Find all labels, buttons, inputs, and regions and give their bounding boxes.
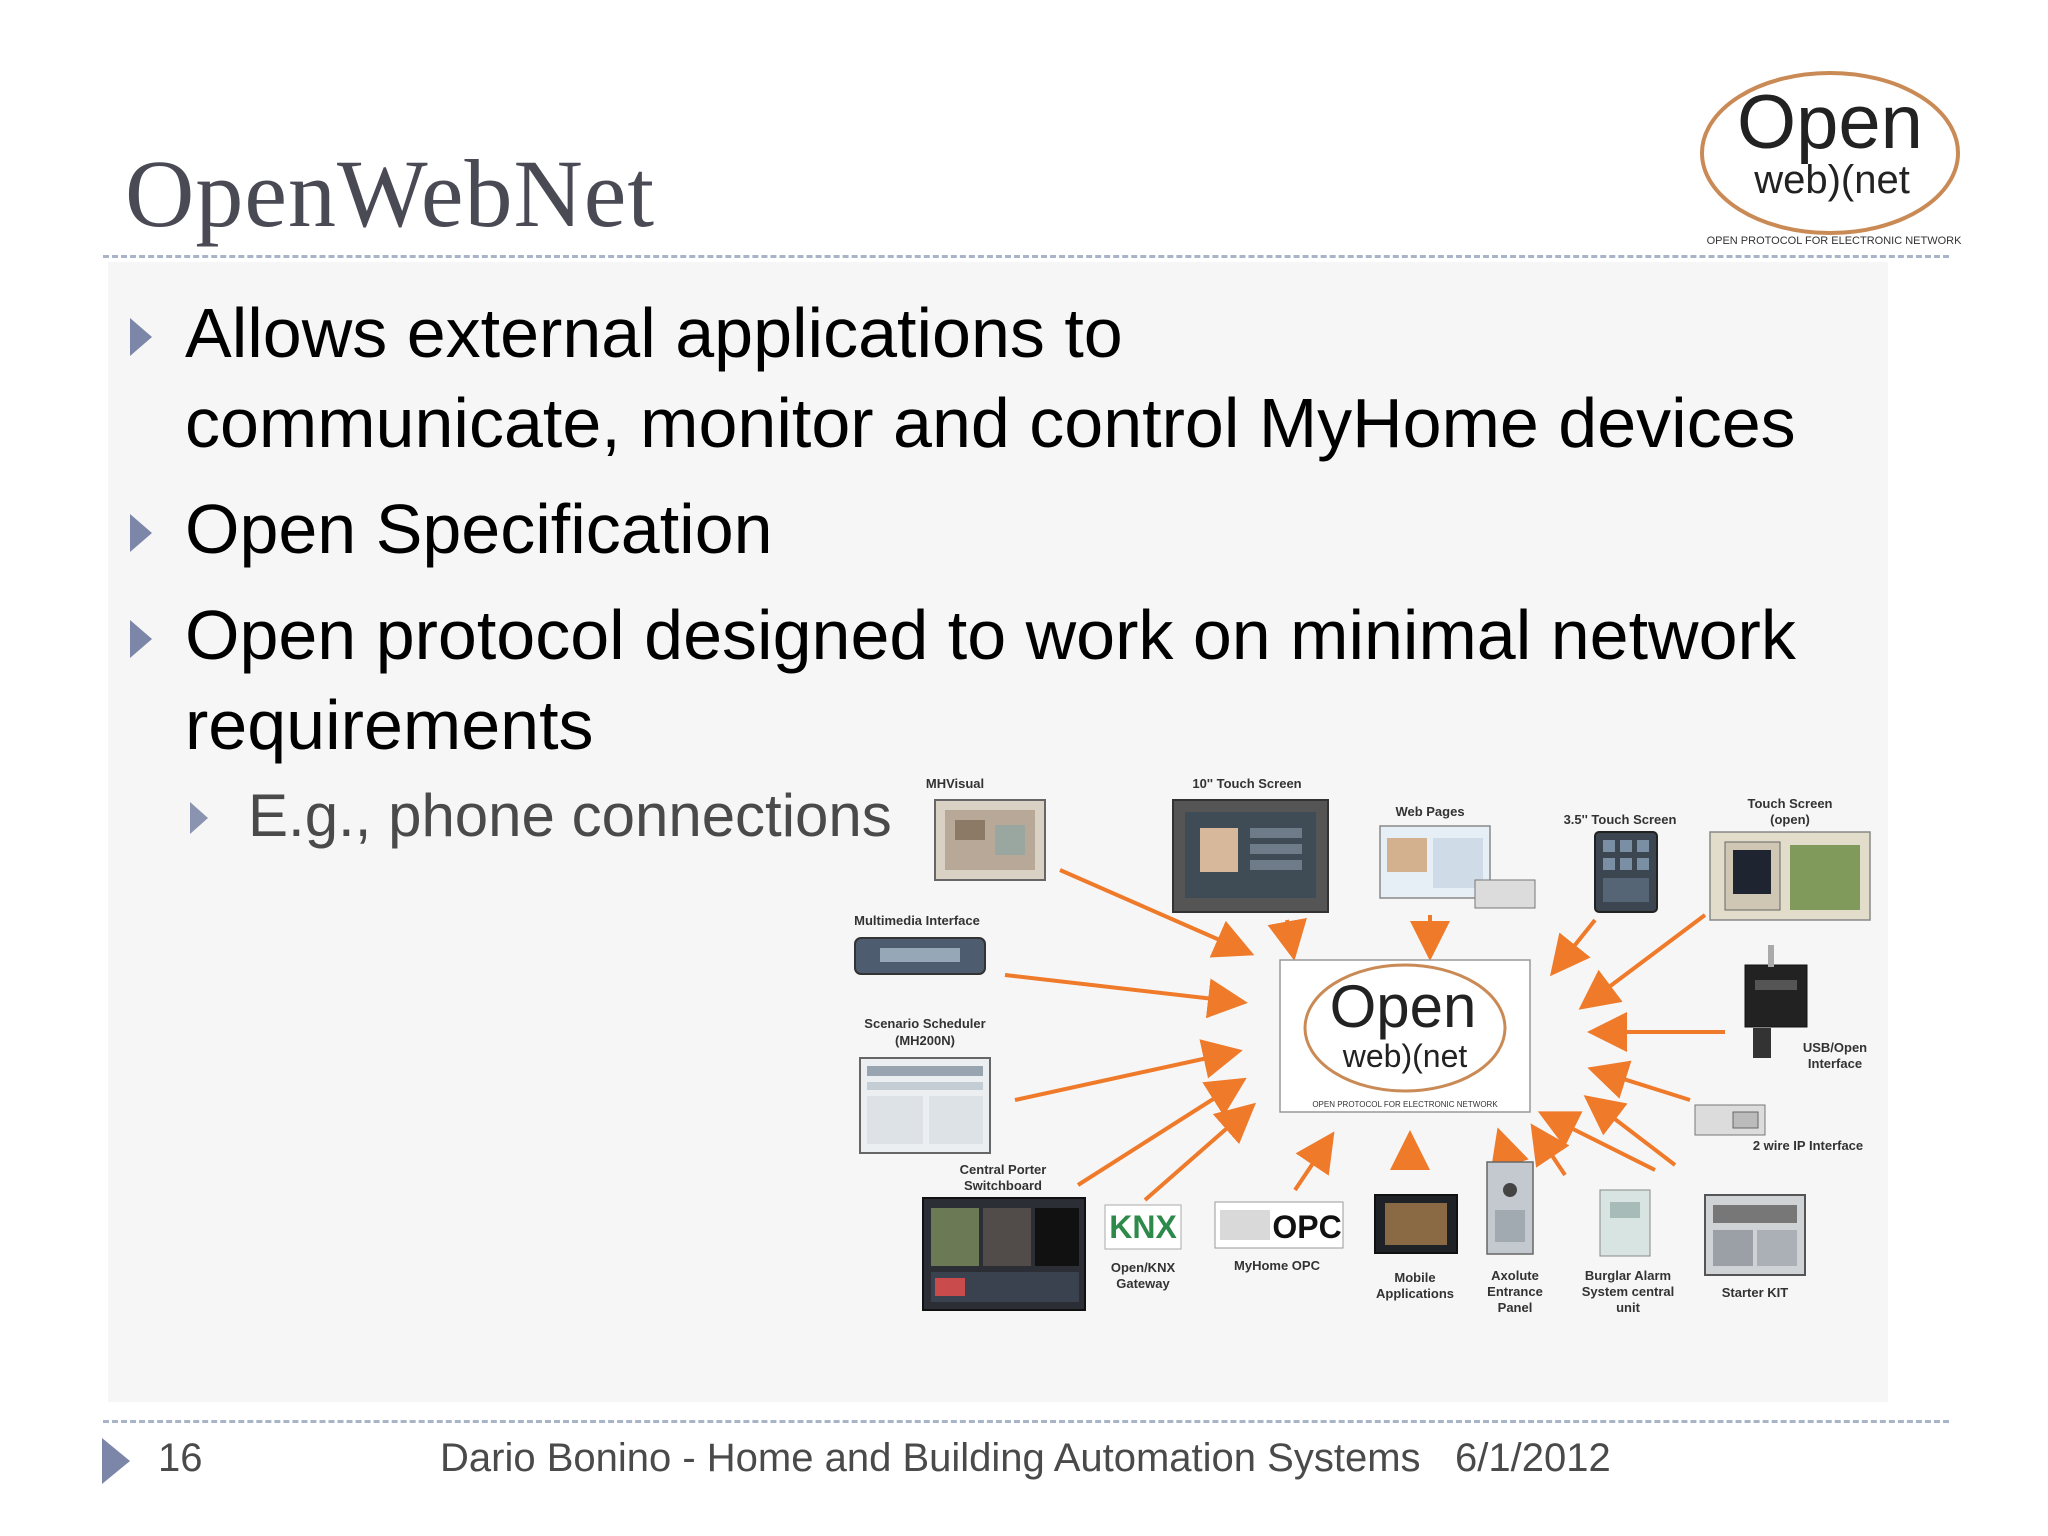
usb-open-interface-device: USB/Open Interface [1744,945,1867,1071]
touch-screen-10-device: 10'' Touch Screen [1172,776,1329,913]
svg-text:Axolute: Axolute [1491,1268,1539,1283]
svg-text:Gateway: Gateway [1116,1276,1170,1291]
svg-text:USB/Open: USB/Open [1803,1040,1867,1055]
bullet-triangle-icon [130,318,152,356]
page-number: 16 [158,1436,203,1480]
footer-author-title: Dario Bonino - Home and Building Automat… [440,1436,1421,1480]
web-pages-device: Web Pages [1379,804,1536,909]
slide-title: OpenWebNet [125,140,656,247]
svg-text:MHVisual: MHVisual [926,776,984,791]
svg-text:Switchboard: Switchboard [964,1178,1042,1193]
svg-text:Scenario Scheduler: Scenario Scheduler [864,1016,985,1031]
openwebnet-logo: Open web)(net OPEN PROTOCOL FOR ELECTRON… [1700,71,1963,247]
svg-text:10'' Touch Screen: 10'' Touch Screen [1192,776,1301,791]
logo-tagline: OPEN PROTOCOL FOR ELECTRONIC NETWORK [1707,235,1963,247]
bullet-item: Open protocol designed to work on minima… [130,590,1930,770]
bullet-list: Allows external applications to communic… [130,288,1930,856]
svg-text:2 wire IP Interface: 2 wire IP Interface [1753,1138,1863,1153]
connection-arrows [1004,868,1725,1202]
center-logo-tagline: OPEN PROTOCOL FOR ELECTRONIC NETWORK [1312,1100,1498,1109]
svg-text:Panel: Panel [1498,1300,1533,1315]
knx-logo-text: KNX [1109,1209,1177,1245]
footer-triangle-icon [102,1438,130,1484]
svg-text:Central Porter: Central Porter [960,1162,1047,1177]
svg-text:(open): (open) [1770,812,1810,827]
two-wire-ip-interface-device: 2 wire IP Interface [1694,1104,1863,1153]
bottom-divider [103,1420,1949,1423]
svg-text:Multimedia Interface: Multimedia Interface [854,913,980,928]
footer-date: 6/1/2012 [1455,1436,1611,1480]
logo-webnet-text: web)(net [1753,158,1910,202]
svg-text:Starter KIT: Starter KIT [1722,1285,1789,1300]
bullet-text: Open Specification [185,490,773,568]
multimedia-interface-device: Multimedia Interface [854,913,986,975]
bullet-triangle-icon [130,620,152,658]
axolute-entrance-panel-device: Axolute Entrance Panel [1486,1161,1543,1315]
center-openwebnet-logo: Open web)(net OPEN PROTOCOL FOR ELECTRON… [1279,959,1531,1113]
sub-bullet-text: E.g., phone connections [248,782,892,849]
top-divider [103,255,1949,258]
sub-bullet-triangle-icon [190,802,208,834]
bullet-item: Open Specification [130,484,1930,574]
mobile-applications-device: Mobile Applications [1374,1194,1458,1301]
svg-text:Open/KNX: Open/KNX [1111,1260,1176,1275]
svg-text:Mobile: Mobile [1394,1270,1435,1285]
svg-text:System central: System central [1582,1284,1675,1299]
touch-screen-open-device: Touch Screen (open) [1709,796,1871,921]
svg-text:3.5'' Touch Screen: 3.5'' Touch Screen [1564,812,1677,827]
svg-text:Web Pages: Web Pages [1395,804,1464,819]
bullet-text: Open protocol designed to work on minima… [185,596,1796,764]
starter-kit-device: Starter KIT [1704,1194,1806,1300]
svg-text:MyHome OPC: MyHome OPC [1234,1258,1321,1273]
svg-text:Touch Screen: Touch Screen [1747,796,1832,811]
mhvisual-device: MHVisual [926,776,1046,881]
myhome-opc-device: OPC MyHome OPC [1214,1201,1344,1273]
scenario-scheduler-device: Scenario Scheduler (MH200N) [859,1016,991,1154]
bullet-triangle-icon [130,514,152,552]
burglar-alarm-device: Burglar Alarm System central unit [1582,1189,1675,1315]
center-logo-webnet: web)(net [1342,1038,1468,1074]
sub-bullet-item: E.g., phone connections [130,776,1930,856]
logo-open-text: Open [1737,80,1923,165]
knx-gateway-device: KNX Open/KNX Gateway [1104,1204,1182,1291]
bullet-item: Allows external applications to communic… [130,288,1930,468]
svg-text:unit: unit [1616,1300,1640,1315]
svg-text:Entrance: Entrance [1487,1284,1543,1299]
center-logo-open: Open [1330,973,1477,1040]
opc-logo-text: OPC [1272,1209,1341,1245]
svg-text:Burglar Alarm: Burglar Alarm [1585,1268,1671,1283]
svg-text:(MH200N): (MH200N) [895,1033,955,1048]
touch-screen-35-device: 3.5'' Touch Screen [1564,812,1677,913]
central-porter-switchboard-device: Central Porter Switchboard [922,1162,1086,1311]
bullet-text: Allows external applications to communic… [185,294,1796,462]
openwebnet-ecosystem-diagram: Open web)(net OPEN PROTOCOL FOR ELECTRON… [854,776,1871,1315]
svg-text:Applications: Applications [1376,1286,1454,1301]
svg-text:Interface: Interface [1808,1056,1862,1071]
